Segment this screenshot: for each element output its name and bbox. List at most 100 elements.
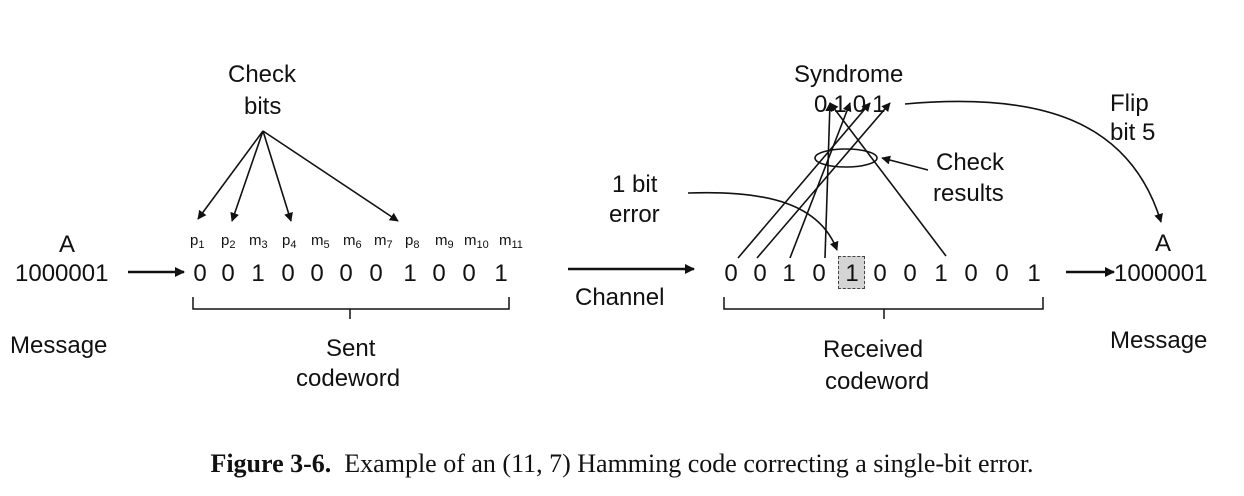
error-label-1: 1 bit: [612, 171, 658, 198]
syndrome-label: Syndrome: [794, 61, 904, 88]
received-bit: 0: [964, 260, 978, 287]
check-bits-label-2: bits: [244, 93, 282, 120]
position-letter: m: [435, 232, 448, 249]
figure-number: Figure 3-6.: [210, 449, 332, 478]
bit-position-label: p4: [282, 233, 296, 251]
received-codeword-label-2: codeword: [825, 368, 930, 395]
syndrome-lines: [737, 102, 947, 259]
channel-label: Channel: [575, 284, 665, 311]
bit-position-label: m5: [311, 233, 330, 251]
arrow-to-p8: [262, 130, 399, 222]
position-letter: p: [405, 232, 414, 249]
position-number: 4: [290, 239, 297, 251]
position-number: 6: [355, 239, 362, 251]
check-results-label-2: results: [933, 180, 1004, 207]
sent-bit: 0: [310, 260, 324, 287]
position-number: 5: [323, 239, 330, 251]
sent-codeword-brace: [192, 297, 510, 319]
flip-label-1: Flip: [1110, 90, 1149, 117]
position-number: 7: [386, 239, 393, 251]
sent-bit: 0: [462, 260, 476, 287]
position-number: 9: [447, 239, 454, 251]
sent-bit: 1: [251, 260, 265, 287]
received-bit: 0: [873, 260, 887, 287]
sent-bit: 0: [369, 260, 383, 287]
sent-message-label: Message: [10, 332, 108, 359]
received-bit: 1: [782, 260, 796, 287]
received-bit: 0: [903, 260, 917, 287]
position-number: 10: [476, 239, 489, 251]
figure-caption: Figure 3-6. Example of an (11, 7) Hammin…: [0, 449, 1244, 479]
arrow-to-p2: [230, 130, 264, 222]
position-letter: m: [464, 232, 477, 249]
sent-bit: 0: [432, 260, 446, 287]
bit-position-label: m10: [464, 233, 489, 251]
position-number: 8: [413, 239, 420, 251]
syndrome-bits: 0101: [814, 93, 891, 117]
bit-position-label: m7: [374, 233, 393, 251]
syndrome-bit: 1: [833, 91, 853, 118]
check-line-5: [829, 102, 947, 257]
sent-codeword-label-2: codeword: [296, 365, 401, 392]
check-results-ellipse: [814, 148, 878, 168]
received-bit: 1: [934, 260, 948, 287]
position-letter: m: [374, 232, 387, 249]
sent-bit: 1: [403, 260, 417, 287]
received-bit: 0: [724, 260, 738, 287]
position-letter: m: [311, 232, 324, 249]
syndrome-bit: 1: [872, 91, 892, 118]
check-bits-arrows: [197, 130, 399, 222]
check-results-label-1: Check: [936, 149, 1005, 176]
arrow-to-p1: [197, 130, 264, 220]
syndrome-bit: 0: [814, 91, 834, 118]
bit-position-label: p2: [221, 233, 235, 251]
check-line-3: [789, 102, 852, 259]
received-bit: 1: [1027, 260, 1041, 287]
syndrome-bit: 0: [852, 91, 873, 118]
bit-position-label: m3: [249, 233, 268, 251]
received-message-bits: 1000001: [1114, 260, 1208, 287]
position-letter: m: [499, 232, 512, 249]
position-letter: p: [282, 232, 291, 249]
received-message-letter: A: [1155, 230, 1172, 257]
position-letter: p: [190, 232, 199, 249]
received-codeword-label-1: Received: [823, 336, 924, 363]
error-label-2: error: [609, 201, 660, 228]
bit-position-label: m9: [435, 233, 454, 251]
error-bit-highlight: [838, 256, 865, 289]
sent-message-bits: 1000001: [15, 260, 109, 287]
position-number: 1: [198, 239, 205, 251]
bit-position-label: p1: [190, 233, 204, 251]
received-bit: 0: [995, 260, 1009, 287]
received-message-label: Message: [1110, 327, 1208, 354]
sent-bit: 0: [281, 260, 295, 287]
check-bits-label-1: Check: [228, 61, 297, 88]
position-letter: p: [221, 232, 230, 249]
position-number: 2: [229, 239, 236, 251]
figure-caption-text: Example of an (11, 7) Hamming code corre…: [344, 449, 1034, 478]
error-pointer-arrow: [687, 191, 839, 251]
check-results-arrow: [881, 155, 929, 171]
check-line-4: [824, 102, 835, 259]
position-number: 11: [511, 239, 523, 251]
flip-label-2: bit 5: [1110, 119, 1156, 146]
check-line-2: [756, 102, 891, 259]
sent-codeword-label-1: Sent: [326, 335, 376, 362]
sent-bit: 0: [221, 260, 235, 287]
sent-bit: 0: [339, 260, 353, 287]
position-number: 3: [261, 239, 268, 251]
received-bit-error: 1: [845, 260, 859, 287]
received-bit: 0: [812, 260, 826, 287]
flip-arrow: [904, 100, 1163, 223]
sent-bit: 0: [193, 260, 207, 287]
bit-position-label: m6: [343, 233, 362, 251]
position-letter: m: [249, 232, 262, 249]
received-codeword-brace: [723, 297, 1044, 319]
sent-message-letter: A: [59, 231, 76, 258]
position-letter: m: [343, 232, 356, 249]
bit-position-label: p8: [405, 233, 419, 251]
check-line-1: [737, 102, 871, 259]
sent-bit: 1: [494, 260, 508, 287]
